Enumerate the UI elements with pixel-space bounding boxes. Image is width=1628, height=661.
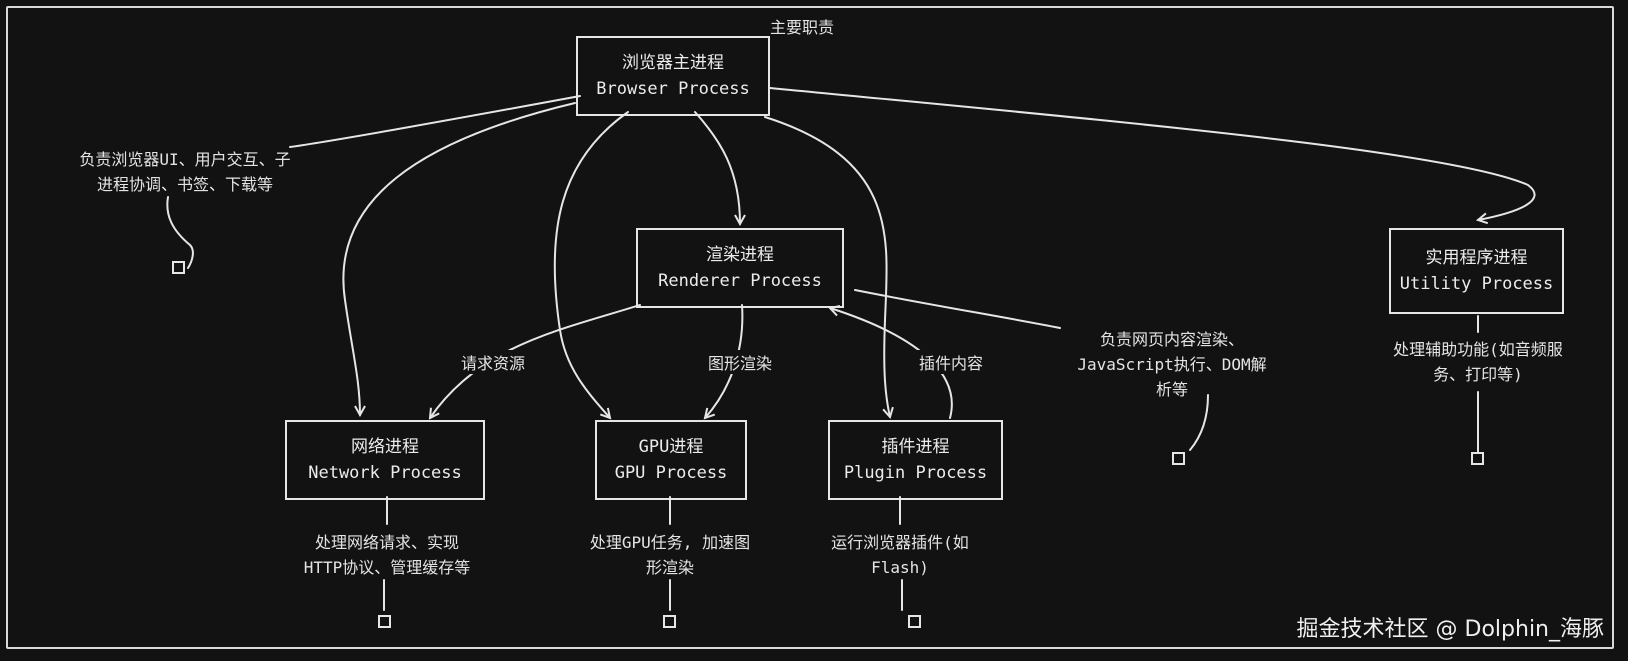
note-gpu-line-1: 处理GPU任务, 加速图: [589, 533, 751, 552]
note-network-line-2: HTTP协议、管理缓存等: [303, 558, 471, 577]
conn-browser-note: [289, 95, 581, 148]
anchor-square-utility: [1471, 452, 1484, 465]
edge-browser-renderer: [694, 111, 740, 224]
node-browser-cn: 浏览器主进程: [622, 53, 724, 73]
edge-label-graphics: 图形渲染: [701, 350, 779, 374]
note-plugin-line-2: Flash): [871, 558, 929, 577]
note-network-line-1: 处理网络请求、实现: [314, 533, 459, 552]
diagram-title: 主要职责: [770, 18, 835, 37]
node-network-process: 网络进程 Network Process: [285, 420, 485, 500]
note-utility: 处理辅助功能(如音频服 务、打印等): [1360, 337, 1596, 387]
edge-browser-plugin: [764, 116, 890, 417]
edge-browser-gpu: [553, 111, 629, 418]
node-network-en: Network Process: [308, 463, 462, 483]
edge-label-plugin-content: 插件内容: [912, 350, 990, 374]
node-utility-process: 实用程序进程 Utility Process: [1389, 228, 1564, 314]
note-browser-line-1: 负责浏览器UI、用户交互、子: [79, 150, 291, 169]
anchor-square-gpu: [663, 615, 676, 628]
node-renderer-cn: 渲染进程: [706, 245, 774, 265]
node-plugin-cn: 插件进程: [881, 437, 950, 457]
node-gpu-en: GPU Process: [614, 463, 728, 483]
edge-label-request: 请求资源: [454, 350, 532, 374]
edge-browser-utility: [769, 87, 1536, 220]
anchor-square-renderer: [1172, 452, 1185, 465]
anchor-square-browser: [172, 261, 185, 274]
node-utility-cn: 实用程序进程: [1425, 248, 1528, 268]
note-browser-line-2: 进程协调、书签、下载等: [96, 175, 273, 194]
note-renderer: 负责网页内容渲染、 JavaScript执行、DOM解 析等: [1052, 327, 1292, 402]
node-gpu-cn: GPU进程: [638, 437, 704, 457]
edge-renderer-network: [430, 304, 641, 418]
node-utility-en: Utility Process: [1399, 274, 1554, 294]
node-renderer-process: 渲染进程 Renderer Process: [636, 228, 844, 308]
node-gpu-process: GPU进程 GPU Process: [595, 420, 747, 500]
note-network: 处理网络请求、实现 HTTP协议、管理缓存等: [262, 530, 512, 580]
node-browser-process: 浏览器主进程 Browser Process: [576, 36, 770, 116]
note-plugin-line-1: 运行浏览器插件(如: [831, 533, 969, 552]
note-utility-line-2: 务、打印等): [1433, 365, 1523, 384]
conn-browser-note-sq: [166, 196, 194, 269]
watermark: 掘金技术社区 @ Dolphin_海豚: [1296, 617, 1604, 642]
note-renderer-line-1: 负责网页内容渲染、: [1099, 330, 1244, 349]
note-renderer-line-3: 析等: [1155, 380, 1188, 399]
note-gpu-line-2: 形渲染: [645, 558, 694, 577]
anchor-square-network: [378, 615, 391, 628]
node-plugin-en: Plugin Process: [843, 463, 988, 483]
anchor-square-plugin: [908, 615, 921, 628]
note-gpu: 处理GPU任务, 加速图 形渲染: [560, 530, 780, 580]
conn-renderer-note-sq: [1189, 394, 1209, 451]
note-renderer-line-2: JavaScript执行、DOM解: [1077, 355, 1267, 374]
diagram-frame: [6, 6, 1614, 649]
note-browser: 负责浏览器UI、用户交互、子 进程协调、书签、下载等: [40, 147, 330, 197]
node-network-cn: 网络进程: [351, 437, 419, 457]
edge-browser-network: [342, 102, 576, 415]
node-renderer-en: Renderer Process: [658, 271, 822, 291]
note-plugin: 运行浏览器插件(如 Flash): [800, 530, 1000, 580]
note-utility-line-1: 处理辅助功能(如音频服: [1393, 340, 1563, 359]
node-browser-en: Browser Process: [596, 79, 750, 99]
conn-renderer-note: [854, 289, 1061, 329]
node-plugin-process: 插件进程 Plugin Process: [828, 420, 1003, 500]
